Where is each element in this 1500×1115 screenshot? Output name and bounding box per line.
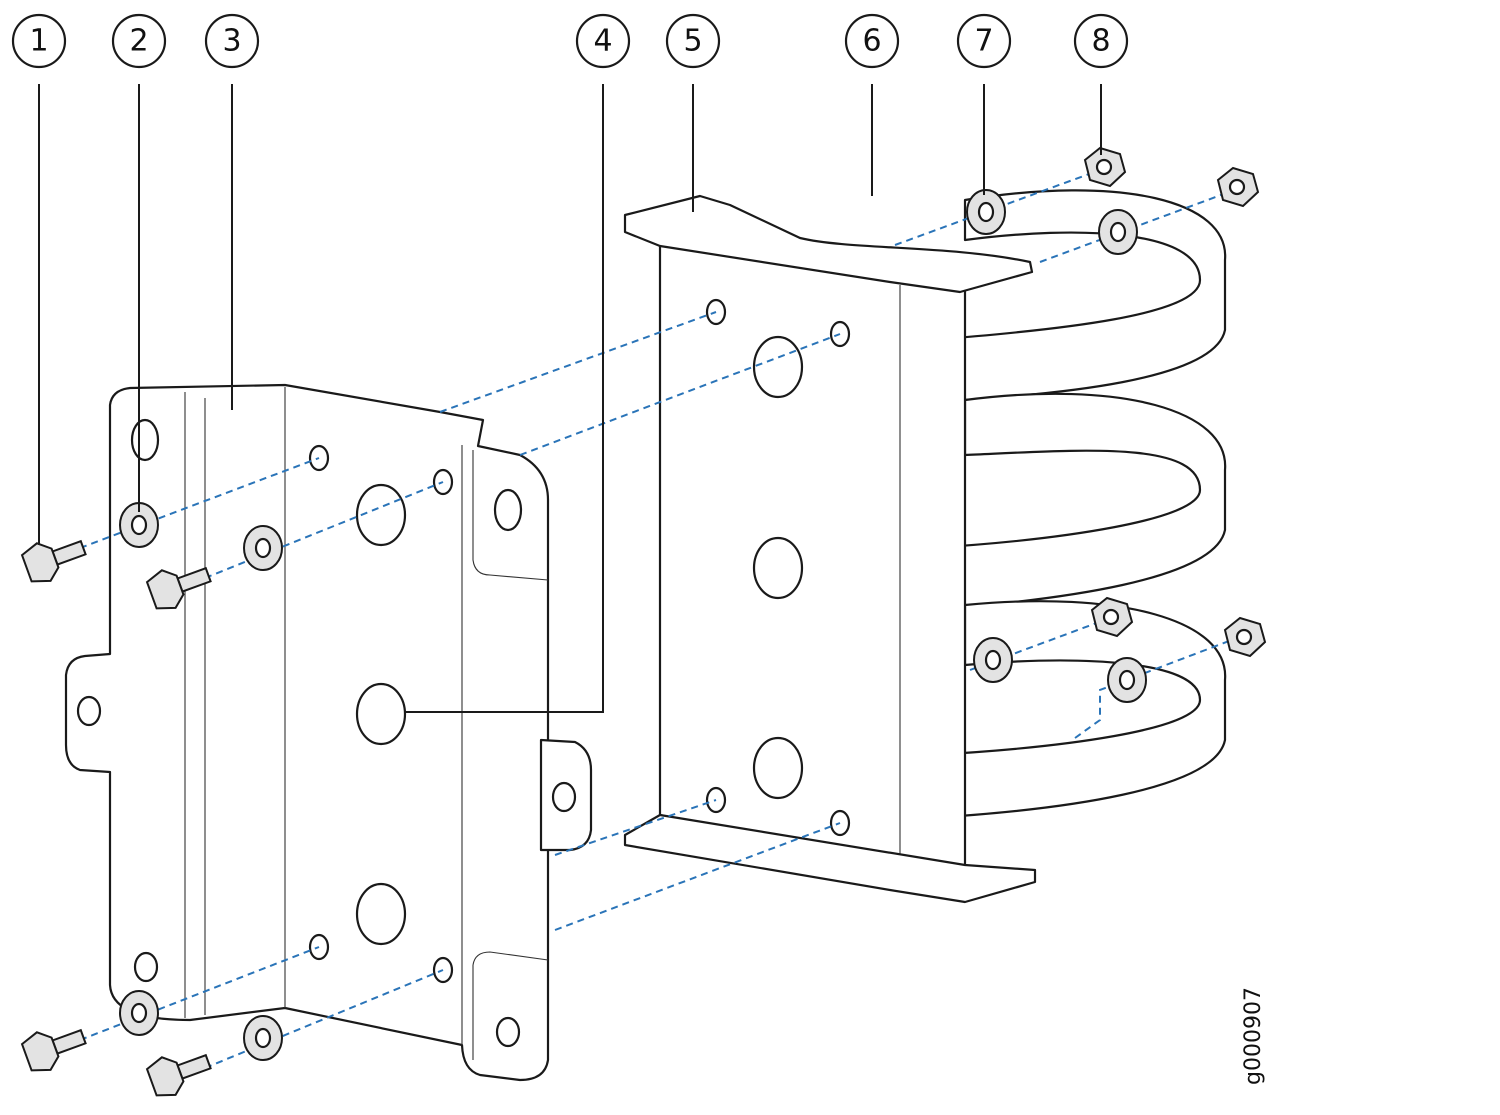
callout-7: 7 <box>956 13 1012 69</box>
callout-label: 6 <box>862 24 881 59</box>
callout-leaders <box>38 84 1102 713</box>
callout-label: 8 <box>1091 24 1110 59</box>
callout-label: 2 <box>129 24 148 59</box>
callout-4: 4 <box>575 13 631 69</box>
figure-id: g000907 <box>1241 987 1266 1085</box>
callout-1: 1 <box>11 13 67 69</box>
callout-label: 4 <box>593 24 612 59</box>
bracket-holes <box>705 298 851 837</box>
alignment-lines <box>79 169 1246 1069</box>
washers <box>119 189 1147 1061</box>
callout-8: 8 <box>1073 13 1129 69</box>
callout-5: 5 <box>665 13 721 69</box>
mounting-plate <box>64 383 593 1082</box>
callout-label: 5 <box>683 24 702 59</box>
callout-3: 3 <box>204 13 260 69</box>
callout-label: 7 <box>974 24 993 59</box>
callout-label: 3 <box>222 24 241 59</box>
callout-2: 2 <box>111 13 167 69</box>
screws <box>20 539 212 1097</box>
callout-6: 6 <box>844 13 900 69</box>
pole-mount-bracket <box>623 189 1227 904</box>
callout-label: 1 <box>29 24 48 59</box>
